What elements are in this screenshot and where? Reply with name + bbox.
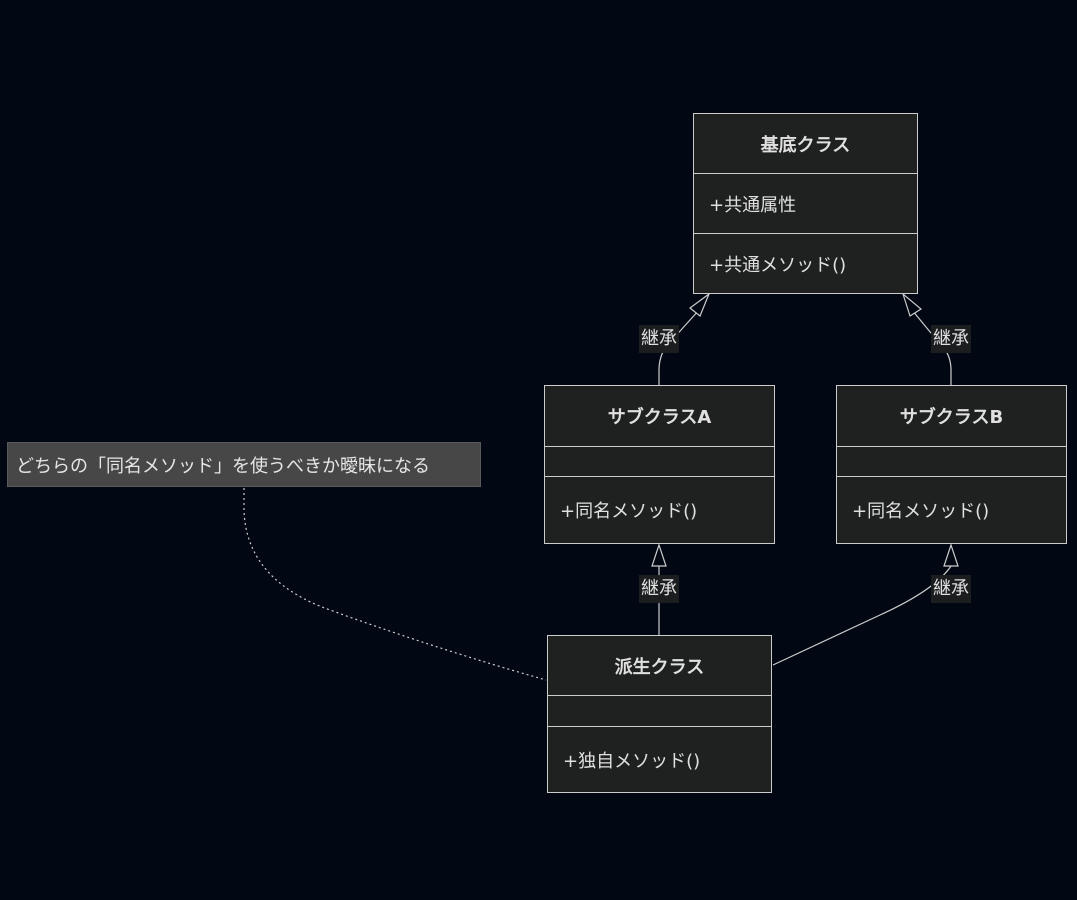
class-base-methods: +共通メソッド() — [694, 234, 917, 293]
class-sub-b-title: サブクラスB — [837, 386, 1066, 447]
class-base-method: +共通メソッド() — [709, 254, 847, 276]
class-sub-a-method: +同名メソッド() — [560, 501, 698, 522]
class-base-attribute: +共通属性 — [709, 194, 797, 216]
class-derived[interactable]: 派生クラス +独自メソッド() — [547, 635, 772, 793]
edge-label-sub-a-base: 継承 — [639, 325, 679, 353]
class-derived-method: +独自メソッド() — [563, 750, 701, 772]
inherit-arrow-sub-b — [943, 543, 959, 567]
class-sub-a[interactable]: サブクラスA +同名メソッド() — [544, 385, 775, 544]
class-derived-title: 派生クラス — [548, 636, 771, 696]
class-sub-a-title: サブクラスA — [545, 386, 774, 447]
inherit-arrow-base-left — [689, 292, 711, 317]
inherit-arrow-sub-a — [651, 543, 667, 567]
edge-derived-to-sub-b — [772, 565, 952, 666]
class-sub-a-attributes — [545, 447, 774, 477]
edge-label-derived-sub-b: 継承 — [931, 575, 971, 603]
edge-label-sub-b-base: 継承 — [931, 325, 971, 353]
class-sub-b-method: +同名メソッド() — [852, 501, 990, 522]
inherit-arrow-base-right — [901, 292, 923, 317]
note-link — [243, 488, 547, 681]
class-derived-methods: +独自メソッド() — [548, 727, 771, 792]
note-box[interactable]: どちらの「同名メソッド」を使うべきか曖昧になる — [7, 442, 481, 487]
edge-label-derived-sub-a: 継承 — [639, 575, 679, 603]
note-text: どちらの「同名メソッド」を使うべきか曖昧になる — [16, 455, 430, 477]
class-sub-b-methods: +同名メソッド() — [837, 477, 1066, 543]
class-base[interactable]: 基底クラス +共通属性 +共通メソッド() — [693, 113, 918, 294]
class-base-attributes: +共通属性 — [694, 174, 917, 234]
class-sub-b[interactable]: サブクラスB +同名メソッド() — [836, 385, 1067, 544]
class-sub-a-methods: +同名メソッド() — [545, 477, 774, 543]
class-sub-b-attributes — [837, 447, 1066, 477]
class-base-title: 基底クラス — [694, 114, 917, 174]
class-derived-attributes — [548, 696, 771, 727]
